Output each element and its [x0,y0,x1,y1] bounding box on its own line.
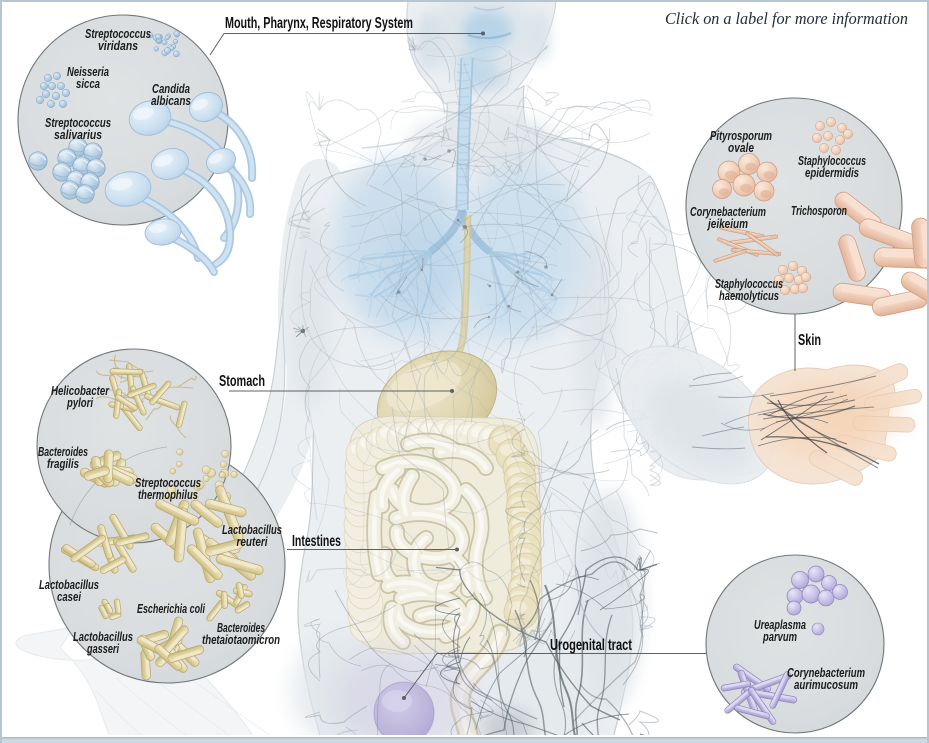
svg-text:Lactobacillus: Lactobacillus [222,522,282,537]
svg-text:Mouth, Pharynx, Respiratory Sy: Mouth, Pharynx, Respiratory System [225,15,413,32]
svg-text:Stomach: Stomach [219,373,265,390]
svg-text:Streptococcus: Streptococcus [85,26,151,41]
svg-text:Corynebacterium: Corynebacterium [690,204,766,219]
svg-text:parvum: parvum [762,629,797,644]
svg-text:Intestines: Intestines [292,533,341,550]
svg-text:viridans: viridans [98,38,138,53]
svg-text:haemolyticus: haemolyticus [719,288,779,303]
svg-text:Staphylococcus: Staphylococcus [715,276,783,291]
svg-text:thetaiotaomicron: thetaiotaomicron [202,632,280,647]
svg-text:Helicobacter: Helicobacter [51,383,110,398]
svg-text:Lactobacillus: Lactobacillus [73,629,133,644]
svg-text:albicans: albicans [151,93,191,108]
svg-text:Urogenital tract: Urogenital tract [550,637,632,654]
svg-text:epidermidis: epidermidis [805,165,859,180]
svg-text:reuteri: reuteri [237,534,268,549]
svg-text:gasseri: gasseri [86,641,119,656]
svg-text:Pityrosporum: Pityrosporum [710,128,772,143]
svg-text:Streptococcus: Streptococcus [135,475,201,490]
svg-text:Skin: Skin [798,332,821,349]
svg-text:Click on a label for more info: Click on a label for more information [665,9,908,28]
svg-text:Bacteroides: Bacteroides [38,444,88,459]
svg-text:Lactobacillus: Lactobacillus [39,577,99,592]
svg-text:Bacteroides: Bacteroides [217,620,265,635]
svg-text:Trichosporon: Trichosporon [791,203,847,218]
svg-text:Candida: Candida [152,81,190,96]
svg-text:Neisseria: Neisseria [67,64,109,79]
svg-text:Staphylococcus: Staphylococcus [798,153,866,168]
svg-text:aurimucosum: aurimucosum [794,677,858,692]
svg-text:Corynebacterium: Corynebacterium [787,665,865,680]
svg-text:ovale: ovale [728,140,754,155]
svg-text:fragilis: fragilis [47,456,79,471]
svg-text:salivarius: salivarius [54,127,102,142]
svg-text:thermophilus: thermophilus [138,487,198,502]
svg-text:jeikeium: jeikeium [706,216,748,231]
svg-text:Streptococcus: Streptococcus [45,115,111,130]
svg-text:pylori: pylori [66,395,93,410]
svg-text:sicca: sicca [76,76,100,91]
svg-text:Ureaplasma: Ureaplasma [754,617,806,632]
svg-text:Escherichia coli: Escherichia coli [137,601,205,616]
svg-text:casei: casei [57,589,81,604]
